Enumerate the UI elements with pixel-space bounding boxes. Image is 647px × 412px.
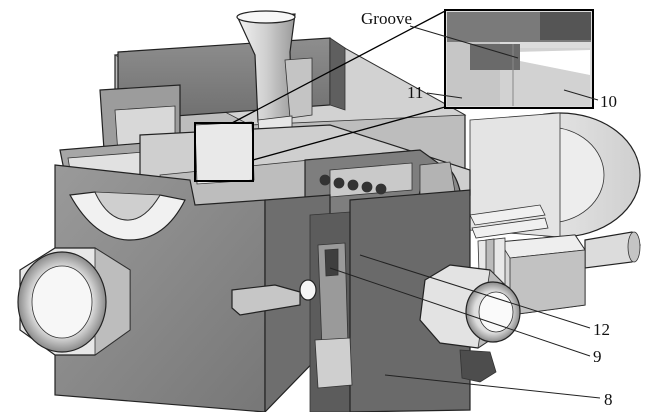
label-groove: Groove [361,9,412,28]
side-port-cut [69,191,186,241]
motor-shaft [584,231,641,269]
leader-11 [426,92,463,99]
motor-housing [469,112,641,238]
label-9: 9 [593,347,602,366]
leader-12 [359,254,591,329]
zoom-connector-lower [252,106,446,161]
spring-coils-upper [319,174,387,195]
left-fitting [17,247,131,356]
label-8: 8 [604,390,613,409]
label-11: 11 [407,83,423,102]
bottom-fitting [459,349,497,383]
right-fitting [419,264,521,349]
leader-9 [329,267,591,357]
leader-groove [409,25,519,59]
front-pin [231,279,317,316]
leader-8 [384,374,601,399]
groove-highlight-box [194,122,254,182]
leader-10 [563,89,599,101]
vertical-bore [314,242,353,389]
label-10: 10 [600,92,617,111]
label-12: 12 [593,320,610,339]
groove-detail-inset [444,9,594,109]
zoom-connector-upper [231,9,448,124]
